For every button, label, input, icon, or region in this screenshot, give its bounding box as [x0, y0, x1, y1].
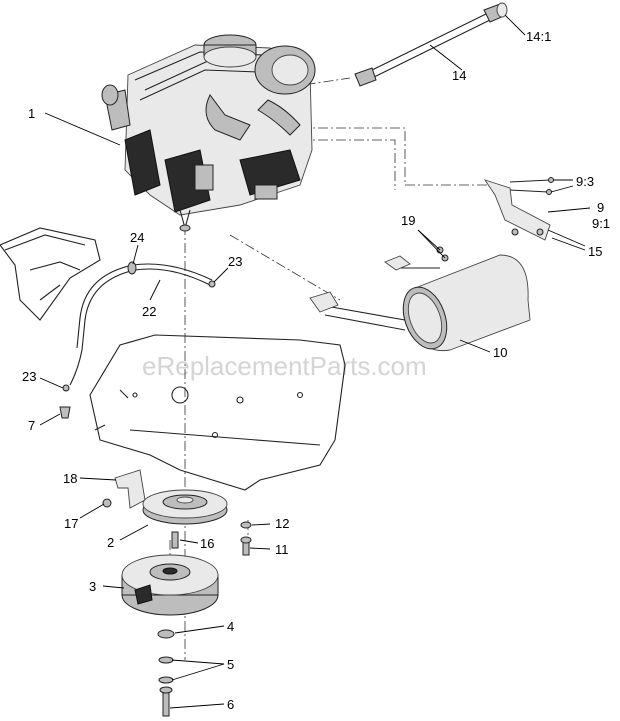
callout-18: 18: [63, 471, 77, 486]
deck: [0, 227, 346, 491]
muffler: [309, 246, 531, 352]
callout-5: 5: [227, 657, 234, 672]
callout-17: 17: [64, 516, 78, 531]
callout-7: 7: [28, 418, 35, 433]
callout-12: 12: [275, 516, 289, 531]
tailpipe: [354, 2, 508, 87]
callout-6: 6: [227, 697, 234, 712]
callout-24: 24: [130, 230, 144, 245]
clutch: [121, 554, 219, 616]
callout-23-left: 23: [22, 369, 36, 384]
callout-16: 16: [200, 536, 214, 551]
callout-14-1: 14:1: [526, 29, 551, 44]
pulley: [142, 489, 228, 549]
callout-22: 22: [142, 304, 156, 319]
callout-19: 19: [401, 213, 415, 228]
engine: [101, 34, 316, 232]
clutch-bracket: [102, 469, 146, 509]
callout-9-1: 9:1: [592, 216, 610, 231]
clutch-hardware: [157, 521, 252, 717]
callout-23-right: 23: [228, 254, 242, 269]
cable: [59, 261, 216, 419]
callout-labels: 1 2 3 4 5 6 7 9 9:1 9:3 10 11 12 14 14:1…: [22, 29, 610, 712]
callout-1: 1: [28, 106, 35, 121]
callout-9: 9: [597, 200, 604, 215]
callout-4: 4: [227, 619, 234, 634]
leader-lines: [39, 14, 591, 709]
callout-11: 11: [275, 542, 289, 557]
callout-3: 3: [89, 579, 96, 594]
callout-10: 10: [493, 345, 507, 360]
callout-9-3: 9:3: [576, 174, 594, 189]
muffler-bracket: [483, 177, 554, 241]
watermark: eReplacementParts.com: [142, 351, 427, 381]
callout-15: 15: [588, 244, 602, 259]
callout-2: 2: [107, 535, 114, 550]
callout-14: 14: [452, 68, 466, 83]
